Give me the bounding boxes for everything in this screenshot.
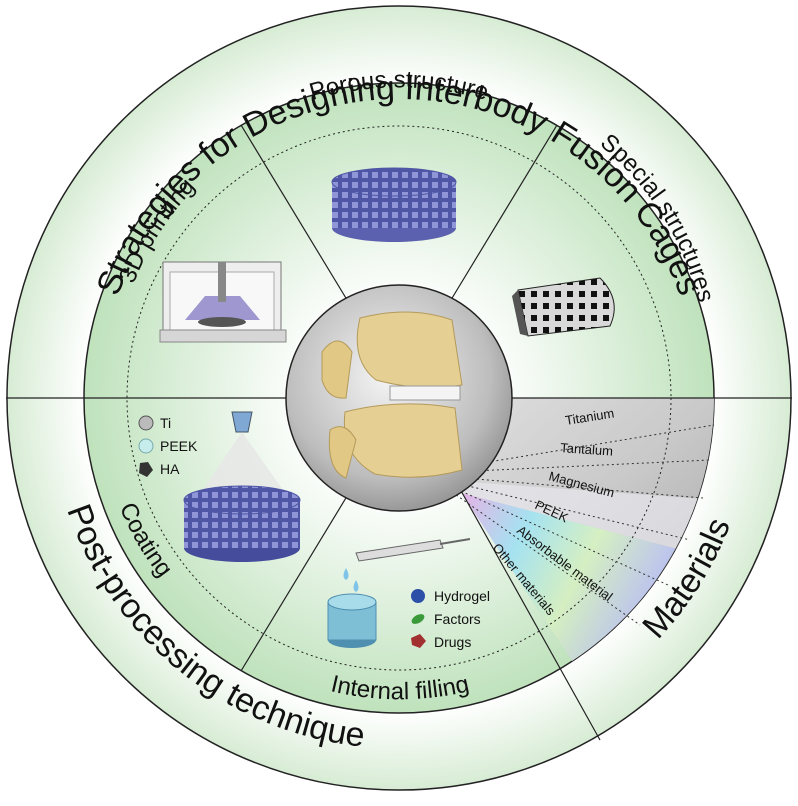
internal-filling-icon: [327, 538, 471, 648]
special-structure-icon: [512, 277, 615, 337]
spray-coated-lattice-icon: [183, 411, 301, 562]
3d-printer-icon: [159, 261, 287, 343]
coating-legend-ti: Ti: [160, 415, 171, 431]
filling-legend-hydrogel: Hydrogel: [434, 588, 490, 604]
porous-lattice-icon: [331, 167, 457, 242]
ha-crystal-icon: [139, 462, 153, 477]
coating-legend-ha: HA: [160, 461, 180, 477]
drugs-icon: [411, 634, 426, 648]
filling-legend-drugs: Drugs: [434, 634, 471, 650]
factors-icon: [411, 614, 425, 624]
sector-dividers: [6, 124, 792, 741]
peek-sphere-icon: [138, 438, 154, 454]
coating-legend: Ti PEEK HA: [138, 415, 198, 477]
materials-dividers: [451, 424, 715, 626]
material-tantalum: Tantalum: [560, 440, 614, 459]
filling-legend-factors: Factors: [434, 611, 481, 627]
ti-sphere-icon: [138, 415, 154, 431]
center-vertebrae-icon: [285, 284, 513, 512]
droplet-icon: [343, 568, 349, 580]
coating-legend-peek: PEEK: [160, 438, 198, 454]
syringe-icon: [355, 539, 444, 562]
filling-legend: Hydrogel Factors Drugs: [411, 588, 490, 650]
hydrogel-sphere-icon: [411, 589, 425, 603]
